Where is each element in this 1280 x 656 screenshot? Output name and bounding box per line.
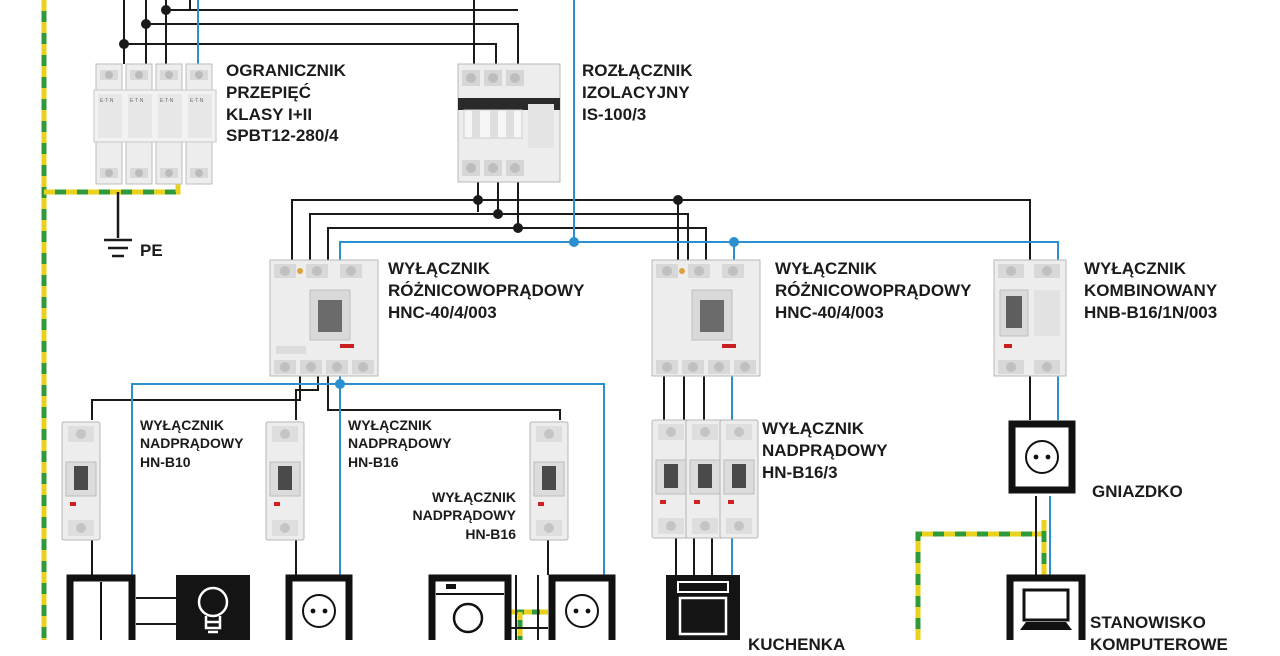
mcb-b16-b <box>529 421 569 541</box>
svg-text:E·T·N: E·T·N <box>160 98 174 104</box>
socket-label: GNIAZDKO <box>1092 482 1183 501</box>
isolator-switch <box>457 63 561 183</box>
bulb-icon <box>176 575 250 640</box>
socket-icon <box>1012 424 1072 490</box>
svg-text:E·T·N: E·T·N <box>100 98 114 104</box>
rcd-mid <box>651 259 761 377</box>
mcb-b16-3 <box>651 419 759 539</box>
socket-icon <box>552 578 612 640</box>
rcd-left <box>269 259 379 377</box>
mcb-b10 <box>61 421 101 541</box>
pe-label: PE <box>140 241 163 260</box>
computer-icon <box>1006 574 1086 640</box>
stove-icon <box>666 575 740 640</box>
mcb-b16-a <box>265 421 305 541</box>
kitchen-label: KUCHENKA <box>748 635 846 654</box>
rcbo <box>993 259 1067 377</box>
washing-machine-icon <box>428 574 512 640</box>
neutral-conductors <box>131 0 1059 575</box>
surge-arrester: E·T·N E·T·N E·T·N E·T·N <box>93 63 217 185</box>
svg-text:E·T·N: E·T·N <box>130 98 144 104</box>
light-switch-icon <box>66 574 136 640</box>
junction-dots <box>119 5 739 389</box>
wiring-diagram: E·T·N E·T·N E·T·N E·T·N <box>41 0 1086 640</box>
socket-icon <box>289 578 349 640</box>
ground-icon <box>104 192 132 258</box>
svg-text:E·T·N: E·T·N <box>190 98 204 104</box>
